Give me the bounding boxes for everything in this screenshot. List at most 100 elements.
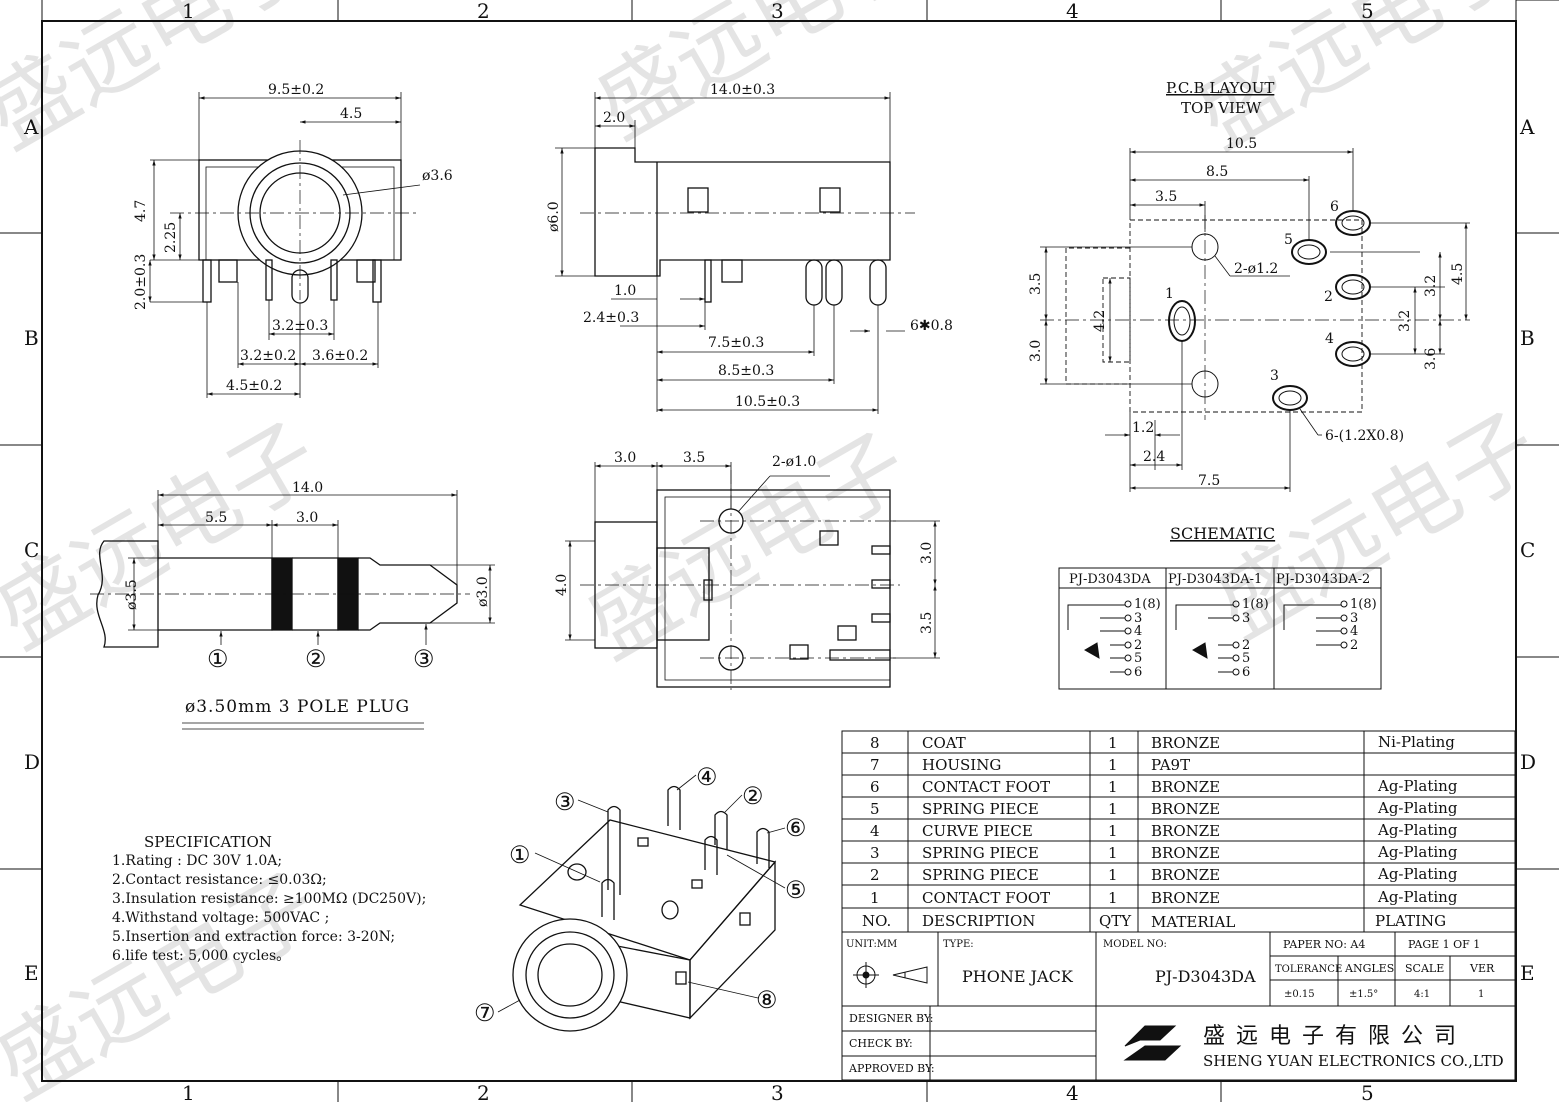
plug-drawing [90, 490, 495, 730]
svg-text:HOUSING: HOUSING [922, 756, 1001, 774]
zone-labels: 1 2 3 4 5 1 2 3 4 5 A B C D E A B C D E [23, 0, 1536, 1102]
pin-label: 5 [1284, 232, 1293, 248]
pin-label: 2 [1324, 289, 1333, 305]
svg-text:2: 2 [1134, 638, 1142, 653]
bottom-view [565, 462, 940, 690]
dim-label: ø3.6 [422, 168, 453, 184]
specification-block: SPECIFICATION 1.Rating : DC 30V 1.0A; 2.… [112, 833, 492, 966]
svg-text:1: 1 [1108, 866, 1118, 884]
front-view-dimensions: 9.5±0.2 4.5 ø3.6 4.7 2.25 2.0±0.3 3.2±0.… [133, 82, 453, 394]
svg-text:E: E [24, 961, 39, 985]
pin-label: 3 [1270, 368, 1279, 384]
dim-label: 2.0±0.3 [133, 254, 149, 310]
svg-text:E: E [1520, 961, 1535, 985]
svg-text:2: 2 [1350, 638, 1358, 653]
svg-text:Ag-Plating: Ag-Plating [1377, 777, 1458, 795]
dim-label: 2-ø1.2 [1234, 261, 1278, 277]
svg-text:1: 1 [1108, 889, 1118, 907]
dim-label: 3.0 [614, 450, 636, 466]
svg-text:BRONZE: BRONZE [1151, 844, 1220, 862]
svg-text:5: 5 [870, 800, 880, 818]
schematic: SCHEMATIC PJ-D3043DA PJ-D3043DA-1 PJ-D30… [1058, 524, 1382, 690]
spec-line: 4.Withstand voltage: 500VAC ; [112, 910, 330, 926]
iso-callout: ⑦ [474, 999, 496, 1027]
dim-label: 2.4±0.3 [583, 310, 639, 326]
dim-label: 2.4 [1143, 449, 1165, 465]
spec-line: 2.Contact resistance: ≤0.03Ω; [112, 872, 327, 888]
approved-label: APPROVED BY: [848, 1062, 935, 1075]
designer-label: DESIGNER BY: [849, 1012, 933, 1025]
dim-label: 8.5 [1206, 164, 1228, 180]
tolerance-label: TOLERANCE [1275, 964, 1342, 975]
dim-label: 3.5 [683, 450, 705, 466]
type-label: TYPE: [943, 939, 974, 950]
dim-label: 3.0 [296, 510, 318, 526]
dim-label: 1.0 [614, 283, 636, 299]
dim-label: 3.0 [1028, 340, 1044, 362]
dim-label: 4.7 [133, 200, 149, 222]
dim-label: 3.5 [1155, 189, 1177, 205]
svg-text:QTY: QTY [1099, 912, 1132, 930]
svg-text:6: 6 [1242, 665, 1250, 680]
paper-label: PAPER NO: A4 [1283, 938, 1365, 951]
svg-text:4: 4 [1066, 1081, 1079, 1102]
svg-text:1: 1 [870, 889, 880, 907]
dim-label: 4.5 [340, 106, 362, 122]
schematic-title: SCHEMATIC [1170, 524, 1275, 543]
svg-text:5: 5 [1361, 1081, 1374, 1102]
ver-label: VER [1469, 962, 1495, 975]
angles-value: ±1.5° [1349, 989, 1378, 1000]
schematic-model: PJ-D3043DA-2 [1276, 572, 1370, 587]
svg-text:1: 1 [182, 1081, 195, 1102]
page-label: PAGE 1 OF 1 [1408, 938, 1480, 951]
svg-text:2: 2 [477, 1081, 490, 1102]
svg-text:3: 3 [1134, 611, 1142, 626]
iso-callout: ① [509, 841, 531, 869]
svg-text:Ag-Plating: Ag-Plating [1377, 888, 1458, 906]
dim-label: 4.5±0.2 [226, 378, 282, 394]
front-view [148, 92, 421, 398]
tolerance-value: ±0.15 [1284, 989, 1315, 1000]
svg-text:BRONZE: BRONZE [1151, 866, 1220, 884]
dim-label: 2.25 [163, 222, 179, 253]
dim-label: 14.0±0.3 [710, 82, 775, 98]
svg-text:1: 1 [1108, 844, 1118, 862]
company-name-cn: 盛 远 电 子 有 限 公 司 [1203, 1024, 1458, 1049]
svg-text:BRONZE: BRONZE [1151, 822, 1220, 840]
svg-text:4: 4 [1134, 624, 1142, 639]
svg-text:4: 4 [1350, 624, 1358, 639]
svg-text:1: 1 [1108, 734, 1118, 752]
svg-text:MATERIAL: MATERIAL [1151, 913, 1235, 931]
unit-label: UNIT:MM [846, 939, 897, 950]
svg-text:1: 1 [182, 0, 195, 23]
angles-label: ANGLES [1344, 962, 1394, 975]
plug-text: 14.0 5.5 3.0 ø3.5 ø3.0 ① ② ③ ø3.50mm 3 P… [124, 480, 491, 717]
svg-text:5: 5 [1361, 0, 1374, 23]
svg-text:NO.: NO. [862, 912, 891, 930]
iso-callout: ③ [554, 788, 576, 816]
spec-line: 3.Insulation resistance: ≥100MΩ (DC250V)… [112, 891, 427, 907]
svg-text:CONTACT FOOT: CONTACT FOOT [922, 778, 1050, 796]
svg-text:3: 3 [1242, 611, 1250, 626]
title-block-text: UNIT:MM TYPE: PHONE JACK MODEL NO: PJ-D3… [846, 938, 1504, 1075]
schematic-model: PJ-D3043DA-1 [1168, 572, 1262, 587]
iso-callout: ② [742, 782, 764, 810]
svg-text:C: C [24, 538, 39, 562]
svg-text:D: D [24, 750, 40, 774]
dim-label: 3.0 [919, 542, 935, 564]
svg-text:3: 3 [771, 0, 784, 23]
schematic-model: PJ-D3043DA [1069, 572, 1151, 587]
dim-label: 10.5 [1226, 136, 1257, 152]
svg-text:2: 2 [870, 866, 880, 884]
svg-text:CURVE PIECE: CURVE PIECE [922, 822, 1033, 840]
svg-text:B: B [24, 326, 39, 350]
svg-text:3: 3 [771, 1081, 784, 1102]
svg-text:5: 5 [1134, 651, 1142, 666]
svg-text:4: 4 [870, 822, 880, 840]
ver-value: 1 [1478, 989, 1484, 1000]
